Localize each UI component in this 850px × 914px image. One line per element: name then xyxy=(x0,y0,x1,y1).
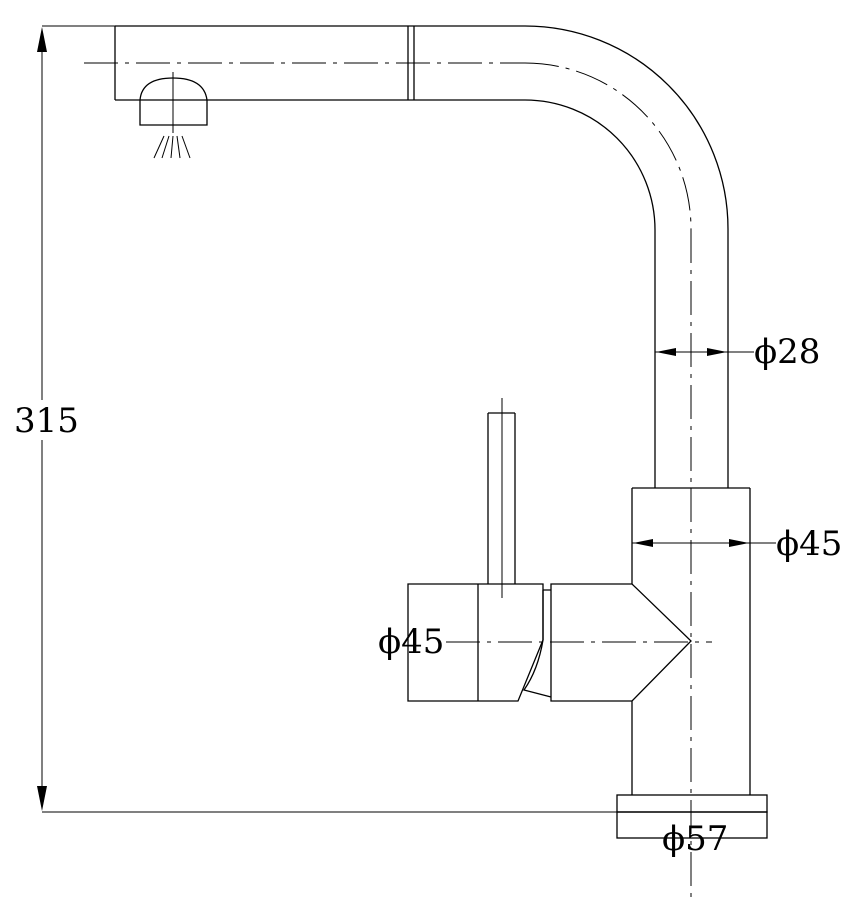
water-spray-icon xyxy=(153,135,191,159)
base-flange xyxy=(616,794,768,839)
spout-diameter-dimension: ϕ28 xyxy=(655,332,820,372)
spout xyxy=(84,25,729,488)
body-diameter-label: ϕ45 xyxy=(776,524,842,564)
lever-handle xyxy=(487,398,516,598)
height-dimension-label: 315 xyxy=(14,401,79,441)
spout-diameter-label: ϕ28 xyxy=(754,332,820,372)
body-diameter-dimension: ϕ45 xyxy=(632,524,842,564)
handle-diameter-label: ϕ45 xyxy=(378,622,444,662)
faucet-body xyxy=(631,487,751,900)
mixer-cartridge xyxy=(407,583,712,702)
aerator xyxy=(139,72,208,159)
base-diameter-label: ϕ57 xyxy=(662,819,728,859)
height-dimension: 315 xyxy=(14,25,620,813)
